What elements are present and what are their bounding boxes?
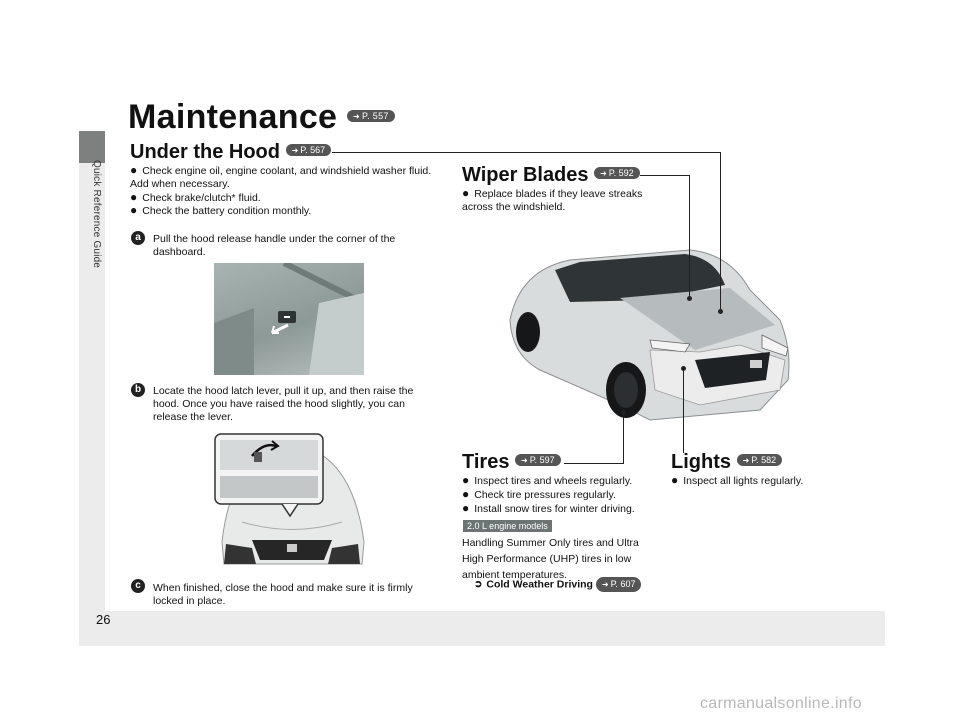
under-hood-ref-text: P. 567 xyxy=(300,144,326,155)
step-b-badge: b xyxy=(131,383,145,397)
page-title: Maintenance ➜P. 557 xyxy=(128,98,395,137)
wiper-title: Wiper Blades xyxy=(462,164,589,186)
bullet-text: Install snow tires for winter driving. xyxy=(474,503,635,515)
step-a-text: Pull the hood release handle under the c… xyxy=(153,233,396,258)
tires-xref-label[interactable]: Cold Weather Driving xyxy=(486,578,593,591)
hood-release-illustration xyxy=(214,263,364,375)
lights-heading: Lights ➜P. 582 xyxy=(671,451,783,474)
tires-title: Tires xyxy=(462,451,510,473)
arrow-icon: ➜ xyxy=(291,145,299,155)
bullet-text: Check engine oil, engine coolant, and wi… xyxy=(130,165,432,190)
page-ref-link[interactable]: ➜P. 557 xyxy=(347,110,395,123)
page-ref-text: P. 557 xyxy=(362,111,389,122)
callout-line-tires xyxy=(564,463,624,464)
sidebar-strip xyxy=(79,131,105,611)
lights-title: Lights xyxy=(671,451,731,473)
page-title-text: Maintenance xyxy=(128,98,338,136)
tires-bullet-1: ● Inspect tires and wheels regularly. xyxy=(462,474,672,488)
arrow-icon: ➜ xyxy=(353,112,361,122)
bullet-icon: ● xyxy=(671,473,679,487)
bullet-icon: ● xyxy=(130,163,138,177)
arrow-icon: ➜ xyxy=(601,580,609,589)
under-hood-bullet-2: ● Check brake/clutch* fluid. xyxy=(130,191,435,205)
bullet-text: Check tire pressures regularly. xyxy=(474,489,616,501)
callout-line-hood-vertical xyxy=(720,152,721,312)
bullet-text: Check brake/clutch* fluid. xyxy=(142,192,261,204)
bullet-icon: ● xyxy=(462,501,470,515)
tires-xref-ref-link[interactable]: ➜P. 607 xyxy=(595,577,642,592)
bullet-text: Replace blades if they leave streaks acr… xyxy=(462,188,643,213)
tires-heading: Tires ➜P. 597 xyxy=(462,451,561,474)
bullet-icon: ● xyxy=(130,190,138,204)
tires-xref[interactable]: ➲Cold Weather Driving ➜P. 607 xyxy=(474,577,674,592)
tires-ref-link[interactable]: ➜P. 597 xyxy=(515,453,561,466)
arrow-icon: ➜ xyxy=(742,455,750,465)
step-b-text: Locate the hood latch lever, pull it up,… xyxy=(153,385,414,423)
callout-line-wiper-vertical xyxy=(689,175,690,298)
callout-point-lights xyxy=(681,366,686,371)
engine-models-tag: 2.0 L engine models xyxy=(463,520,552,532)
bullet-text: Inspect all lights regularly. xyxy=(683,475,804,487)
step-c-badge: c xyxy=(131,579,145,593)
hood-release-photo xyxy=(214,263,364,375)
callout-point-hood xyxy=(718,309,723,314)
tires-ref-text: P. 597 xyxy=(529,454,555,465)
car-illustration xyxy=(509,249,790,421)
lights-ref-text: P. 582 xyxy=(751,454,777,465)
under-hood-title: Under the Hood xyxy=(130,141,280,163)
tires-bullet-2: ● Check tire pressures regularly. xyxy=(462,488,672,502)
watermark: carmanualsonline.info xyxy=(700,695,862,712)
arrow-icon: ➜ xyxy=(521,455,528,465)
wiper-heading: Wiper Blades ➜P. 592 xyxy=(462,164,640,187)
bullet-icon: ● xyxy=(462,487,470,501)
arrow-icon: ➜ xyxy=(600,168,607,178)
bullet-text: Check the battery condition monthly. xyxy=(142,205,312,217)
wiper-ref-text: P. 592 xyxy=(608,167,634,178)
sidebar-label: Quick Reference Guide xyxy=(91,160,102,269)
bullet-text: Inspect tires and wheels regularly. xyxy=(474,475,633,487)
lights-bullet-1: ● Inspect all lights regularly. xyxy=(671,474,861,488)
hood-latch-illustration xyxy=(214,433,365,565)
sidebar-tab xyxy=(79,131,105,163)
under-hood-heading: Under the Hood ➜P. 567 xyxy=(130,141,332,164)
tires-bullet-3: ● Install snow tires for winter driving. xyxy=(462,502,672,516)
page-number: 26 xyxy=(96,612,111,627)
callout-point-tires xyxy=(621,410,626,415)
footer-band xyxy=(79,611,885,646)
bullet-icon: ● xyxy=(462,186,470,200)
callout-line-tires-vertical xyxy=(623,413,624,464)
step-a-badge: a xyxy=(131,231,145,245)
callout-line-hood xyxy=(332,152,721,153)
callout-line-lights xyxy=(683,368,684,453)
callout-point-wiper xyxy=(687,296,692,301)
under-hood-bullet-3: ● Check the battery condition monthly. xyxy=(130,204,435,218)
callout-line-wiper xyxy=(640,175,690,176)
tires-note: Handling Summer Only tires and Ultra Hig… xyxy=(462,537,639,581)
lights-ref-link[interactable]: ➜P. 582 xyxy=(736,453,783,466)
xref-icon: ➲ xyxy=(474,579,483,591)
bullet-icon: ● xyxy=(130,203,138,217)
under-hood-ref-link[interactable]: ➜P. 567 xyxy=(285,143,332,156)
bullet-icon: ● xyxy=(462,473,470,487)
step-c-text: When finished, close the hood and make s… xyxy=(153,582,413,607)
wiper-bullet-1: ●Replace blades if they leave streaks ac… xyxy=(462,187,662,214)
under-hood-bullet-1: ●Check engine oil, engine coolant, and w… xyxy=(130,164,435,191)
wiper-ref-link[interactable]: ➜P. 592 xyxy=(594,166,640,179)
tires-xref-ref-text: P. 607 xyxy=(610,579,636,589)
